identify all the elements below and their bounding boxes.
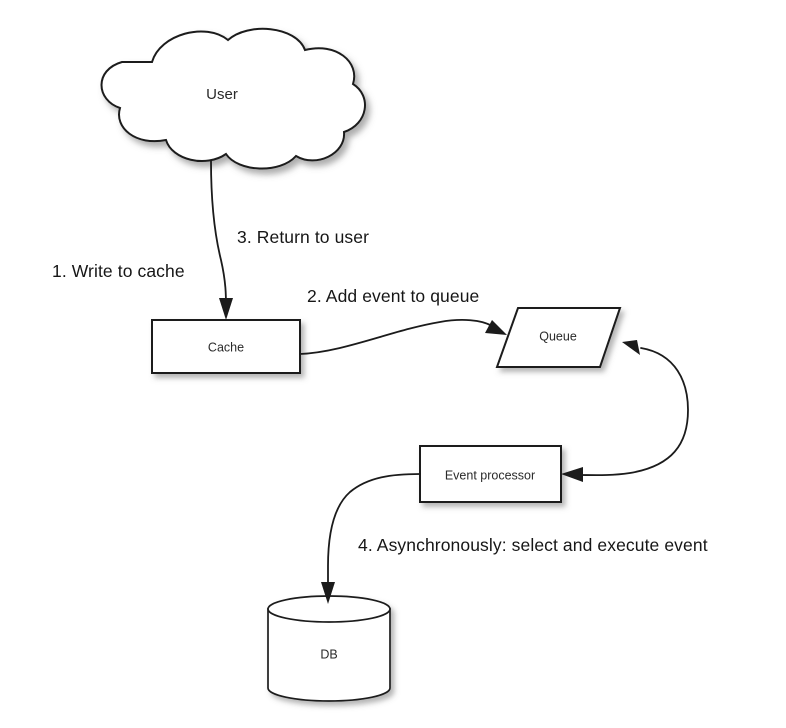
node-event-processor-label: Event processor <box>445 468 535 482</box>
node-db-label: DB <box>320 647 337 661</box>
step-label-3: 3. Return to user <box>237 227 370 247</box>
node-user[interactable]: User <box>100 27 366 170</box>
node-cache[interactable]: Cache <box>151 319 301 374</box>
node-user-label: User <box>206 86 238 103</box>
step-label-4: 4. Asynchronously: select and execute ev… <box>358 535 708 555</box>
edge-event-processor-to-db <box>321 473 421 604</box>
step-label-1: 1. Write to cache <box>52 261 185 281</box>
node-event-processor[interactable]: Event processor <box>419 445 562 503</box>
node-db[interactable]: DB <box>267 595 391 702</box>
node-queue-label: Queue <box>539 329 577 343</box>
step-label-2: 2. Add event to queue <box>307 286 480 306</box>
node-queue[interactable]: Queue <box>495 307 622 368</box>
edge-queue-event-processor-loop <box>561 340 689 482</box>
edge-user-to-cache <box>210 160 233 320</box>
edge-cache-to-queue <box>299 319 507 355</box>
node-cache-label: Cache <box>208 340 244 354</box>
